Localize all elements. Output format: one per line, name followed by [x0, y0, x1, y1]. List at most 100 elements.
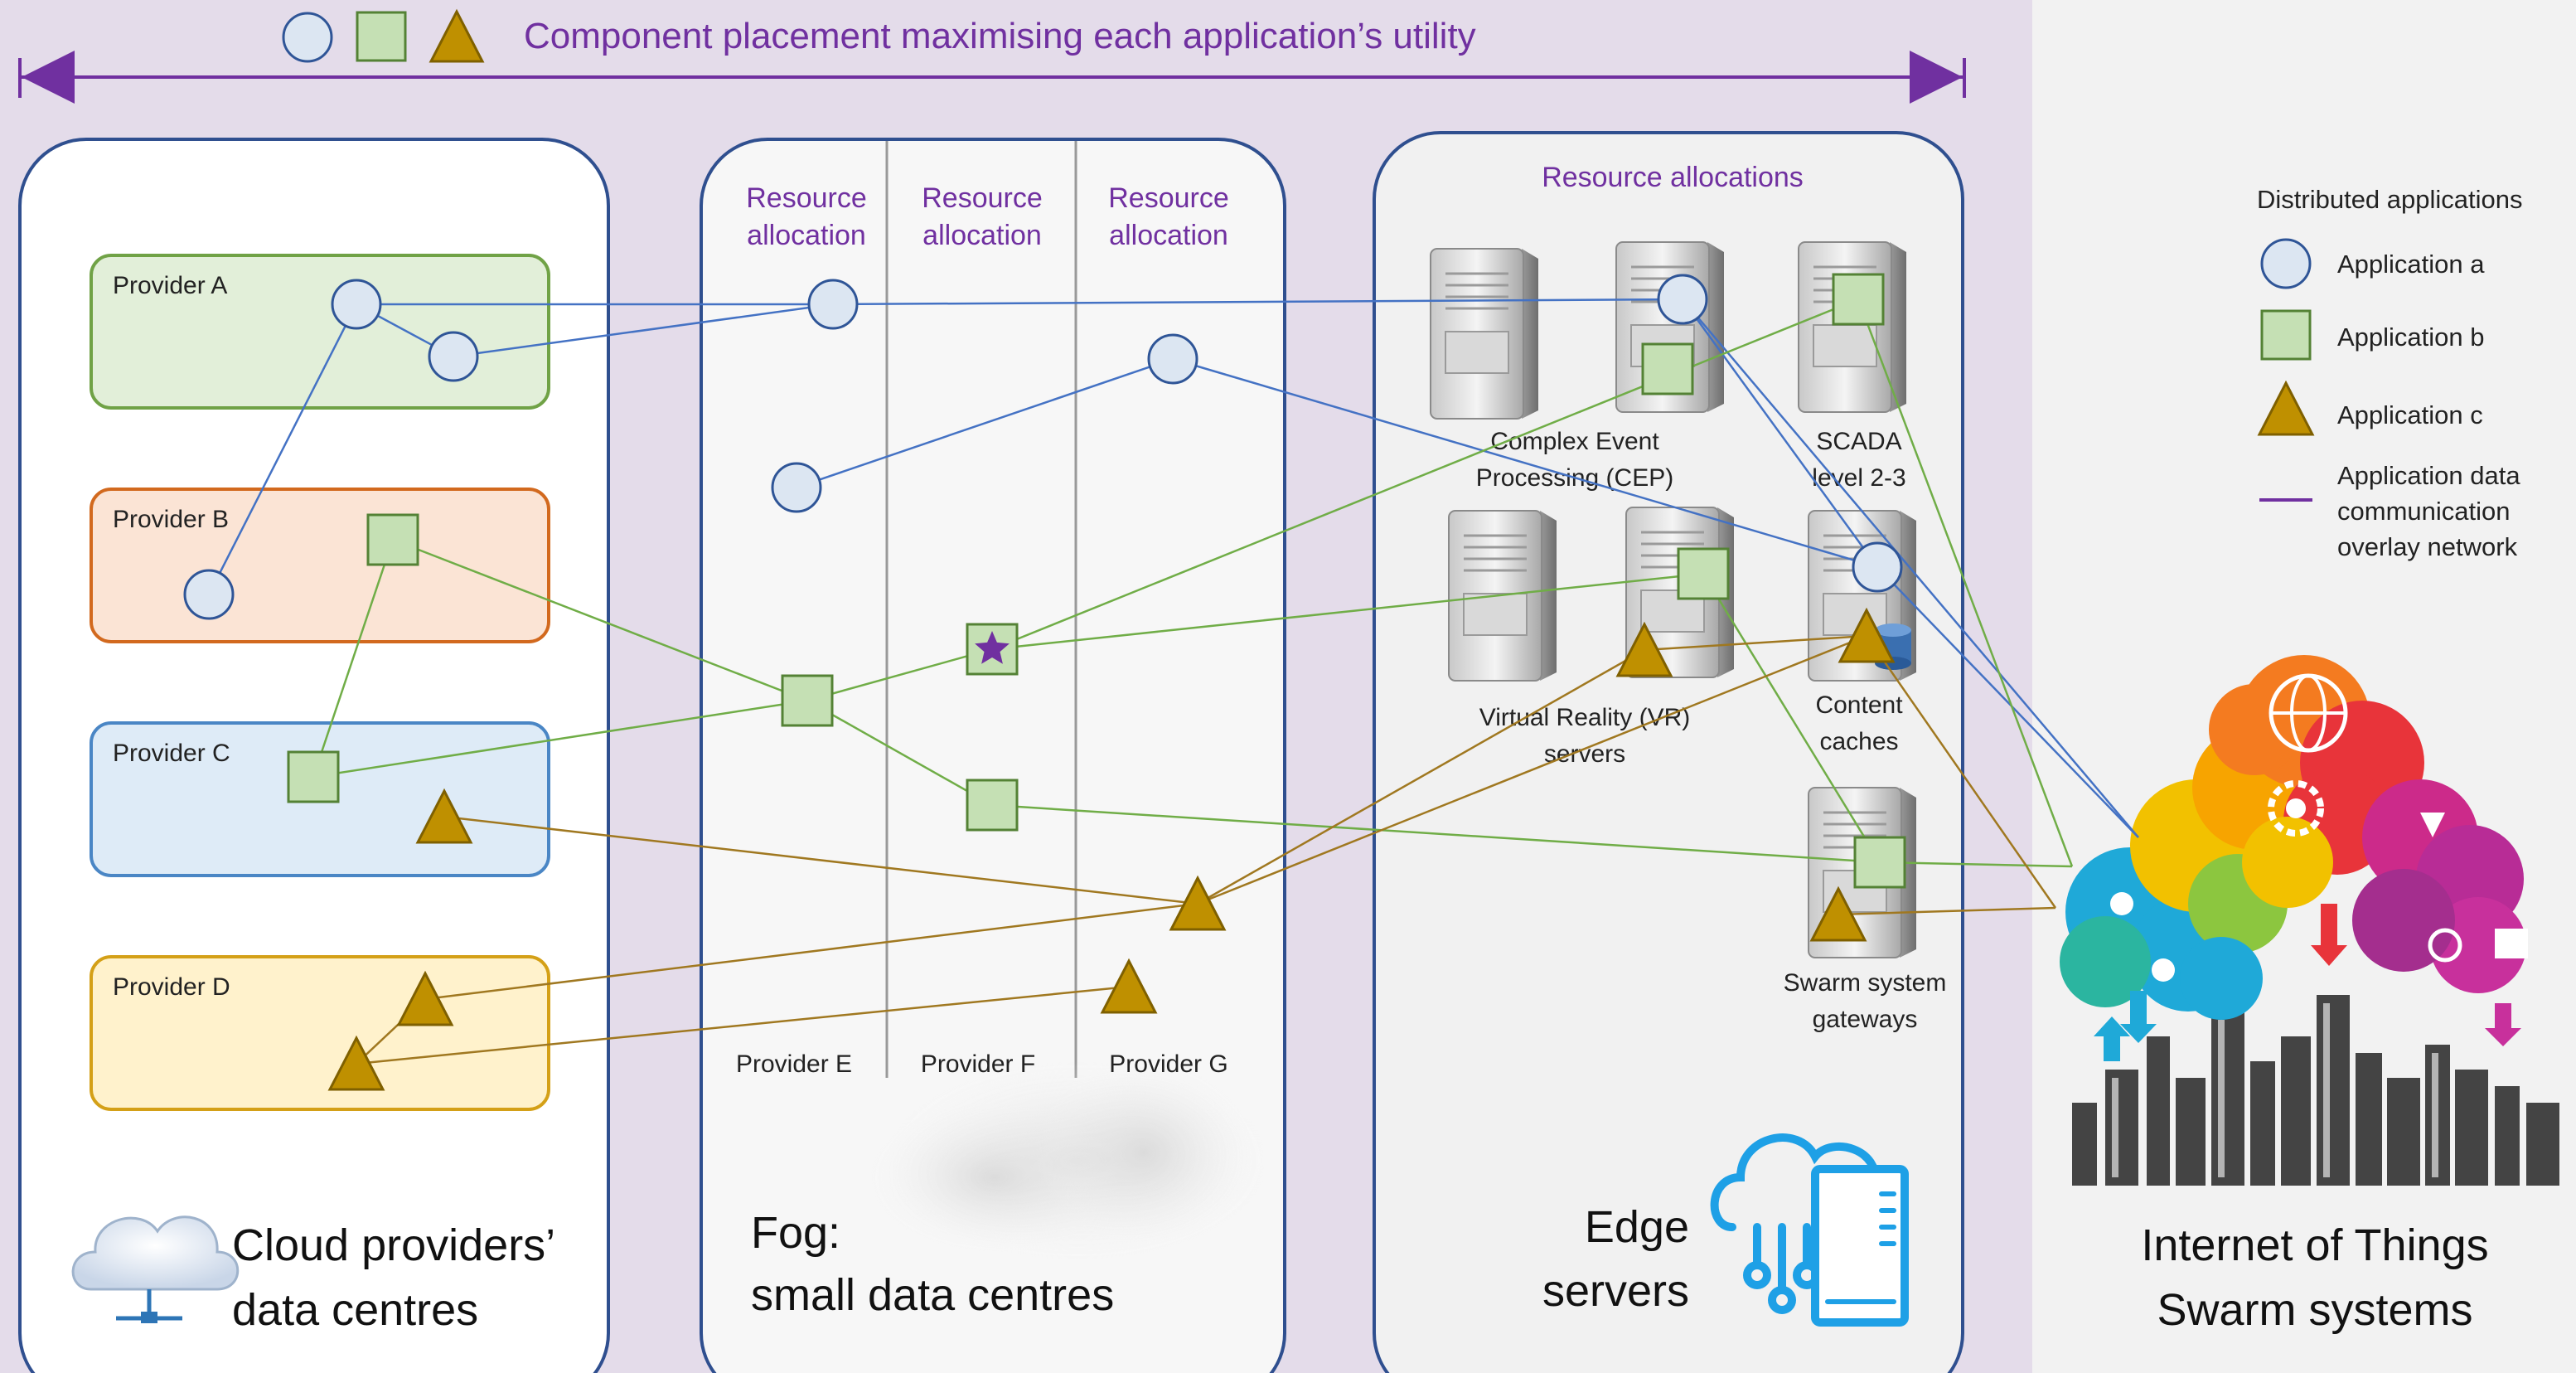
fog-provider-label: Provider F	[921, 1050, 1035, 1078]
cloud-title-line2: data centres	[232, 1285, 478, 1335]
app-a-link	[1682, 298, 2139, 838]
app-b-node	[966, 779, 1019, 832]
app-a-node	[1852, 541, 1903, 593]
provider-label: Provider C	[113, 740, 230, 767]
legend-app-b-symbol	[2260, 309, 2312, 361]
edge-server-icon	[1710, 1133, 1909, 1327]
iot-illustration	[2060, 655, 2559, 1186]
app-b-link	[1702, 573, 1881, 863]
app-c-link	[1644, 634, 1867, 652]
server-label-line1: Content	[1815, 691, 1903, 719]
server-label-line1: Swarm system	[1784, 969, 1947, 997]
legend-overlay-line3: overlay network	[2337, 532, 2518, 561]
server-label-line1: SCADA	[1816, 428, 1901, 455]
server-tower-cep-1	[1430, 248, 1538, 420]
server-label-line2: gateways	[1813, 1006, 1918, 1033]
provider-label: Provider D	[113, 973, 230, 1001]
header-legend-shapes	[282, 8, 485, 63]
server-label-line2: caches	[1819, 728, 1898, 755]
app-c-link	[443, 815, 1198, 905]
edge-header: Resource allocations	[1542, 162, 1804, 193]
legend-overlay-line1: Application data	[2337, 461, 2520, 490]
legend-app-c-label: Application c	[2337, 400, 2483, 429]
app-c-link	[1197, 634, 1867, 905]
app-b-link	[1857, 298, 2074, 867]
app-a-node	[428, 331, 479, 382]
app-a-node	[771, 462, 822, 513]
fog-col-header-line1: Resource	[1108, 182, 1229, 214]
app-c-link	[1197, 648, 1645, 905]
fog-title-line2: small data centres	[751, 1270, 1114, 1320]
legend-app-b-label: Application b	[2337, 323, 2485, 352]
fog-col-header-line1: Resource	[746, 182, 867, 214]
edge-title-line1: Edge	[1585, 1202, 1689, 1252]
app-c-node	[1809, 885, 1867, 942]
app-b-link	[392, 538, 808, 702]
app-a-link	[1876, 566, 2139, 838]
fog-col-header-line2: allocation	[747, 220, 866, 251]
fog-col-header-line2: allocation	[1109, 220, 1228, 251]
app-a-node	[331, 279, 382, 330]
app-b-node	[781, 674, 834, 727]
fog-col-header-line2: allocation	[922, 220, 1042, 251]
server-label-line2: level 2-3	[1812, 464, 1905, 492]
app-b-link	[1879, 861, 2073, 868]
app-b-node	[366, 513, 419, 566]
provider-label: Provider B	[113, 506, 229, 533]
cloud-icon	[71, 1215, 240, 1323]
cloud-title-line1: Cloud providers’	[232, 1220, 555, 1270]
app-b-link	[312, 699, 808, 779]
app-b-link	[991, 298, 1859, 651]
app-b-link	[991, 803, 1881, 864]
fog-col-header-line1: Resource	[922, 182, 1043, 214]
app-c-node	[415, 788, 473, 844]
iot-title-line2: Swarm systems	[2157, 1285, 2472, 1335]
app-b-node	[287, 750, 340, 803]
app-a-node	[1147, 333, 1198, 385]
app-c-node	[1100, 958, 1158, 1014]
provider-label: Provider A	[113, 272, 227, 299]
app-c-link	[1865, 635, 2057, 909]
app-c-node	[1838, 607, 1896, 663]
app-c-node	[1169, 875, 1227, 931]
app-a-link	[453, 303, 834, 358]
fog-title-line1: Fog:	[751, 1208, 840, 1258]
app-a-link	[207, 303, 358, 595]
star-icon	[975, 631, 1010, 664]
app-a-link	[796, 357, 1174, 489]
app-b-node	[1677, 547, 1730, 600]
legend: Distributed applications Application a A…	[2257, 185, 2523, 561]
app-c-node	[327, 1035, 385, 1091]
edge-panel	[1373, 131, 1964, 1373]
app-c-node	[396, 970, 454, 1026]
header-title: Component placement maximising each appl…	[524, 16, 1476, 56]
legend-app-a-symbol	[2260, 238, 2312, 289]
app-c-node	[1615, 621, 1673, 677]
iot-title-line1: Internet of Things	[2141, 1220, 2488, 1270]
fog-cloud-image	[870, 1061, 1268, 1260]
app-b-node	[1641, 342, 1694, 395]
app-b-node	[1853, 836, 1906, 889]
app-a-link	[1681, 298, 1879, 568]
server-label-line2: servers	[1544, 740, 1625, 768]
app-c-link	[356, 985, 1130, 1065]
app-a-node	[183, 569, 235, 620]
app-a-link	[832, 298, 1683, 306]
fog-provider-label: Provider G	[1109, 1050, 1227, 1078]
app-b-link	[991, 572, 1704, 651]
legend-overlay-line2: communication	[2337, 497, 2510, 526]
app-a-link	[1172, 357, 1878, 569]
app-c-link	[1838, 906, 2056, 916]
app-c-link	[424, 902, 1198, 1001]
app-a-node	[807, 279, 859, 330]
server-label-line1: Complex Event	[1490, 428, 1659, 455]
legend-app-c-symbol	[2257, 380, 2315, 436]
edge-title-line2: servers	[1542, 1266, 1689, 1316]
server-label-line1: Virtual Reality (VR)	[1479, 704, 1691, 731]
app-b-link	[806, 648, 993, 702]
legend-title: Distributed applications	[2257, 185, 2523, 214]
app-b-node	[1832, 273, 1885, 326]
fog-provider-label: Provider E	[736, 1050, 852, 1078]
legend-app-a-label: Application a	[2337, 250, 2485, 279]
